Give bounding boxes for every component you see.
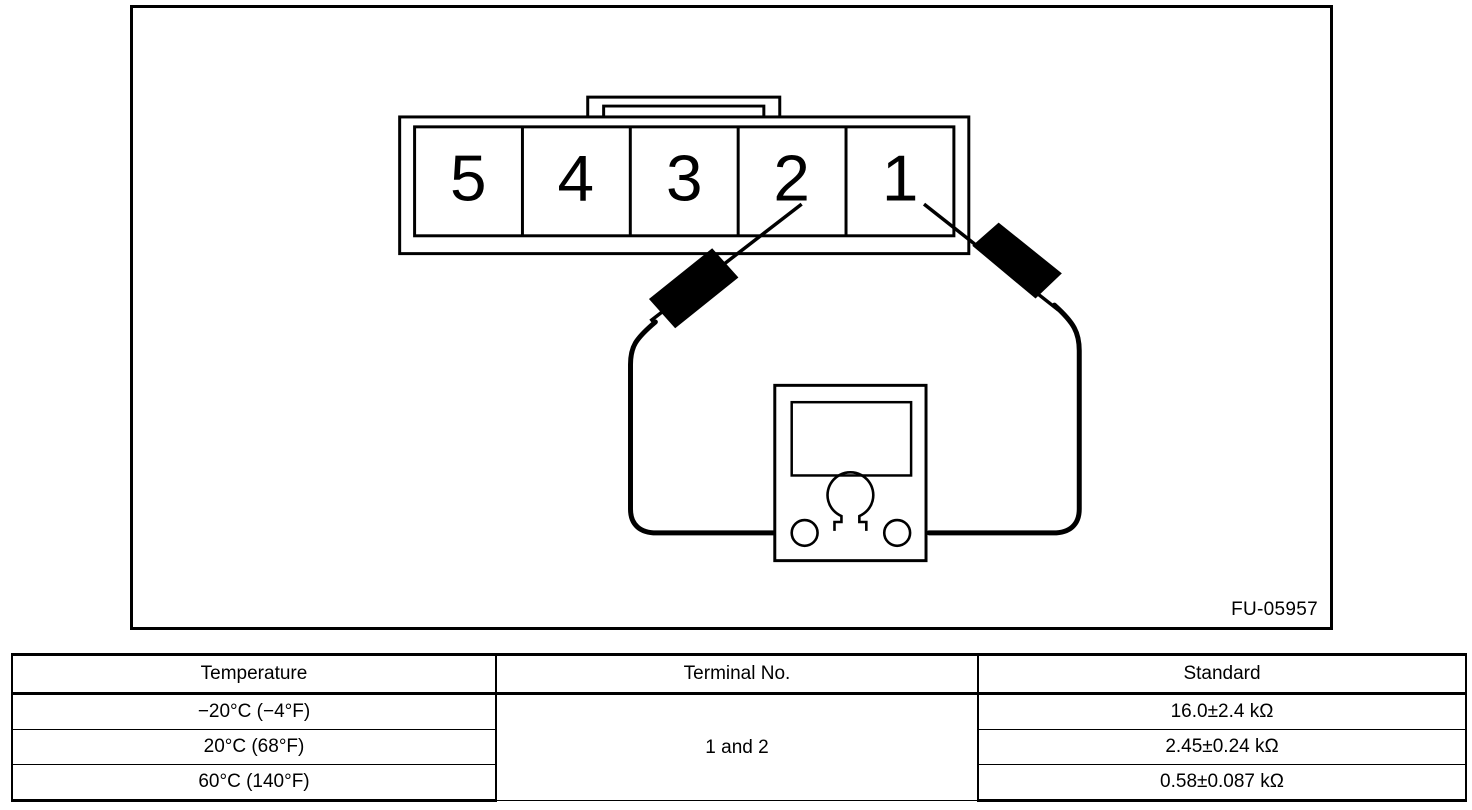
ohmmeter: [773, 383, 928, 563]
connector-housing-outer: [398, 115, 971, 256]
probe-body-right: [972, 222, 1062, 299]
connector-ohmmeter-diagram: 5 4 3 2 1: [398, 95, 1082, 563]
pin-label-3: 3: [666, 142, 703, 215]
specification-table: Temperature Terminal No. Standard −20°C …: [11, 653, 1467, 802]
connector-tab-outer: [586, 95, 782, 117]
pin-label-4: 4: [558, 142, 595, 215]
test-lead-right: [922, 202, 1082, 536]
table-row: 60°C (140°F) 0.58±0.087 kΩ: [11, 764, 1467, 802]
test-lead-left: [628, 202, 803, 536]
cell-temperature: 60°C (140°F): [11, 764, 497, 802]
header-standard: Standard: [977, 653, 1467, 695]
cell-standard: 16.0±2.4 kΩ: [977, 693, 1467, 730]
cell-temperature: 20°C (68°F): [11, 729, 497, 765]
cell-terminal-no: 1 and 2: [495, 693, 979, 801]
cell-temperature: −20°C (−4°F): [11, 693, 497, 730]
table-row: 20°C (68°F) 2.45±0.24 kΩ: [11, 729, 1467, 765]
probe-body-left: [648, 248, 739, 329]
meter-jack-left: [790, 518, 819, 548]
pin-label-5: 5: [450, 142, 487, 215]
header-terminal-no: Terminal No.: [495, 653, 979, 695]
pin-label-1: 1: [882, 142, 919, 215]
cell-standard: 0.58±0.087 kΩ: [977, 764, 1467, 802]
meter-jack-right: [882, 518, 912, 548]
pin-label-2: 2: [773, 142, 810, 215]
connector-pin-block: [413, 125, 956, 238]
figure-panel: 5 4 3 2 1: [130, 5, 1333, 630]
connector-assembly: 5 4 3 2 1: [398, 95, 971, 256]
ohm-symbol: [826, 471, 875, 531]
lead-wire-left: [628, 319, 800, 536]
table-row: −20°C (−4°F) 1 and 2 16.0±2.4 kΩ: [11, 693, 1467, 801]
table-header-row: Temperature Terminal No. Standard: [11, 653, 1467, 695]
meter-display: [790, 400, 913, 477]
figure-reference-code: FU-05957: [1231, 599, 1318, 620]
connector-tab-inner: [602, 104, 766, 117]
header-temperature: Temperature: [11, 653, 497, 695]
cell-standard: 2.45±0.24 kΩ: [977, 729, 1467, 765]
lead-wire-right: [926, 302, 1082, 536]
